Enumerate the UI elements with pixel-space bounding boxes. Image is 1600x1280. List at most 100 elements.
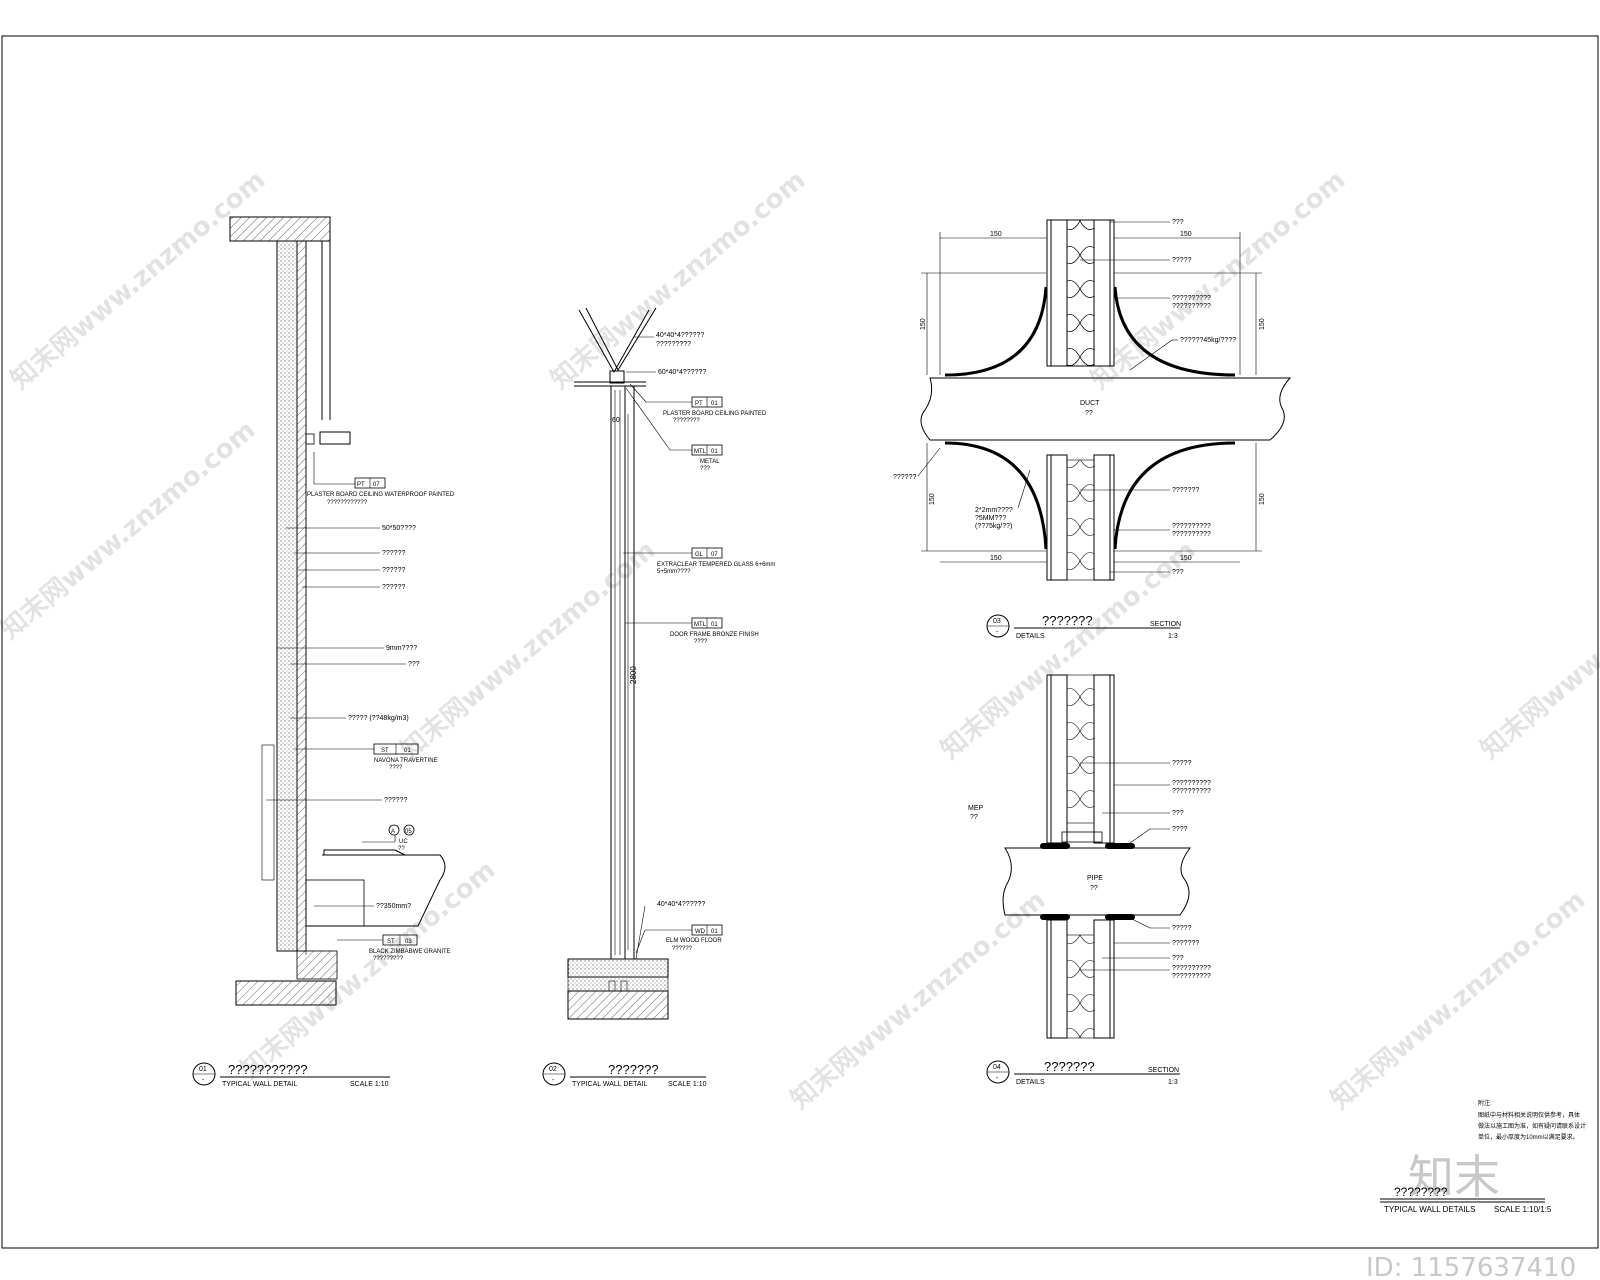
note: ??????45kg/???? bbox=[1180, 337, 1236, 344]
detail-number: 02 bbox=[549, 1066, 557, 1073]
detail-code: - bbox=[996, 629, 999, 636]
note: ??? bbox=[408, 661, 420, 668]
note: ???????????? bbox=[327, 500, 368, 506]
detail-title: ??????????? bbox=[228, 1062, 308, 1077]
notes-line: 做法以施工图为准，如有疑问请联系设计 bbox=[1478, 1122, 1586, 1130]
titleblock-subtitle: TYPICAL WALL DETAILS bbox=[1384, 1205, 1475, 1214]
notes-line: 附注: bbox=[1478, 1099, 1492, 1107]
note: ??????? bbox=[1172, 487, 1199, 494]
note: 40*40*4?????? bbox=[656, 332, 704, 339]
note: ?????? bbox=[672, 946, 693, 952]
note: 9mm???? bbox=[386, 645, 417, 652]
watermark-text: 知末网www.znzmo.com bbox=[235, 855, 501, 1085]
tag-code: 03 bbox=[405, 939, 412, 945]
watermark-text: 知末网www.znzmo.com bbox=[1085, 165, 1351, 395]
pipe-label-cn: ?? bbox=[1090, 885, 1098, 892]
note: ?????????? bbox=[1172, 295, 1211, 302]
dimension: 150 bbox=[1259, 493, 1266, 505]
watermark-layer: 知末网www.znzmo.com 知末网www.znzmo.com 知末网www… bbox=[0, 165, 1600, 1115]
note: ???? bbox=[1172, 826, 1188, 833]
tag-code: 07 bbox=[711, 552, 718, 558]
note: ?????????? bbox=[1172, 973, 1211, 980]
note: PLASTER BOARD CEILING WATERPROOF PAINTED bbox=[307, 492, 455, 498]
detail-scale-top: SECTION bbox=[1150, 621, 1181, 628]
watermark-text: 知末网www.znzmo.com bbox=[0, 415, 261, 645]
tag-code: 07 bbox=[373, 482, 380, 488]
note: ??? bbox=[1172, 219, 1184, 226]
note: BLACK ZIMBABWE GRANITE bbox=[369, 949, 451, 955]
detail-label: TYPICAL WALL DETAIL bbox=[222, 1081, 297, 1088]
dimension: 150 bbox=[1180, 231, 1192, 238]
detail-code: - bbox=[202, 1077, 205, 1084]
dimension: 150 bbox=[1180, 555, 1192, 562]
detail-number: 03 bbox=[993, 618, 1001, 625]
detail-title-02: 02 - ??????? TYPICAL WALL DETAIL SCALE 1… bbox=[542, 1062, 707, 1088]
tag-code: PT bbox=[695, 401, 703, 407]
detail-scale: SCALE 1:10 bbox=[668, 1081, 707, 1088]
tag-code: GL bbox=[695, 552, 704, 558]
note: 60*40*4?????? bbox=[658, 369, 706, 376]
note: ??????? bbox=[1172, 940, 1199, 947]
note: ??? bbox=[1172, 810, 1184, 817]
pipe-label: PIPE bbox=[1087, 875, 1103, 882]
detail-title: ??????? bbox=[1042, 613, 1093, 628]
dimension: 150 bbox=[929, 493, 936, 505]
dimension: 150 bbox=[920, 318, 927, 330]
title-block: 附注: 图纸中与材料相关说明仅供参考，具体 做法以施工图为准，如有疑问请联系设计… bbox=[1366, 1099, 1586, 1280]
note: ?? bbox=[398, 846, 405, 852]
note: 2*2mm???? bbox=[975, 507, 1013, 514]
note: METAL bbox=[700, 459, 720, 465]
duct-label-cn: ?? bbox=[1085, 410, 1093, 417]
tag-code: 01 bbox=[711, 622, 718, 628]
detail-code: - bbox=[996, 1075, 999, 1082]
mep-label-cn: ?? bbox=[970, 814, 978, 821]
tag-code: 01 bbox=[711, 449, 718, 455]
watermark-text: 知末网www.znzmo.com bbox=[1325, 885, 1591, 1115]
note: ???? bbox=[694, 639, 708, 645]
note: 40*40*4?????? bbox=[657, 901, 705, 908]
note: ?????? bbox=[382, 550, 405, 557]
titleblock-title: ???????? bbox=[1394, 1185, 1448, 1199]
watermark-text: 知末网www.znzmo.com bbox=[395, 535, 661, 765]
detail-title-04: 04 - ??????? DETAILS SECTION 1:3 bbox=[986, 1059, 1180, 1086]
detail-03: DUCT ?? 150 150 150 150 150 150 150 150 … bbox=[893, 219, 1292, 581]
tag-code: 01 bbox=[404, 748, 411, 754]
dimension-top: 60 bbox=[612, 417, 620, 424]
note: ?????????? bbox=[1172, 523, 1211, 530]
note: ??? bbox=[1172, 955, 1184, 962]
note: ????? (??48kg/m3) bbox=[348, 715, 409, 722]
note: ?????????? bbox=[1172, 531, 1211, 538]
detail-title: ??????? bbox=[608, 1062, 659, 1077]
dimension-height: 2800 bbox=[629, 666, 638, 684]
watermark-text: 知末网www.znzmo.com bbox=[1475, 535, 1600, 765]
dimension: 150 bbox=[990, 231, 1002, 238]
dimension: 150 bbox=[990, 555, 1002, 562]
mep-label: MEP bbox=[968, 805, 984, 812]
brand-id: ID: 1157637410 bbox=[1366, 1253, 1576, 1280]
notes-line: 单位，最小厚度为10mm以满足要求。 bbox=[1478, 1133, 1579, 1141]
note: UC bbox=[399, 839, 408, 845]
note: ??? bbox=[700, 466, 711, 472]
note: NAVONA TRAVERTINE bbox=[374, 758, 438, 764]
watermark-text: 知末网www.znzmo.com bbox=[545, 165, 811, 395]
detail-label: TYPICAL WALL DETAIL bbox=[572, 1081, 647, 1088]
detail-label: DETAILS bbox=[1016, 633, 1045, 640]
notes-line: 图纸中与材料相关说明仅供参考，具体 bbox=[1478, 1111, 1580, 1119]
duct-label: DUCT bbox=[1080, 400, 1100, 407]
detail-01: PT 07 PLASTER BOARD CEILING WATERPROOF P… bbox=[229, 216, 455, 1006]
note: DOOR FRAME BRONZE FINISH bbox=[670, 632, 759, 638]
detail-code: - bbox=[552, 1077, 555, 1084]
watermark-text: 知末网www.znzmo.com bbox=[5, 165, 271, 395]
brand-logo: 知末 bbox=[1408, 1150, 1500, 1204]
tag-code: ST bbox=[387, 939, 395, 945]
tag-code: MTL bbox=[694, 622, 707, 628]
note: ?????? bbox=[382, 567, 405, 574]
detail-title: ??????? bbox=[1044, 1059, 1095, 1074]
detail-scale: 1:3 bbox=[1168, 633, 1178, 640]
sheet-border bbox=[1, 35, 1599, 1249]
note: ?5MM??? bbox=[975, 515, 1006, 522]
note: ?????? bbox=[893, 474, 916, 481]
dimension: 150 bbox=[1259, 318, 1266, 330]
note: ????? bbox=[1172, 760, 1192, 767]
